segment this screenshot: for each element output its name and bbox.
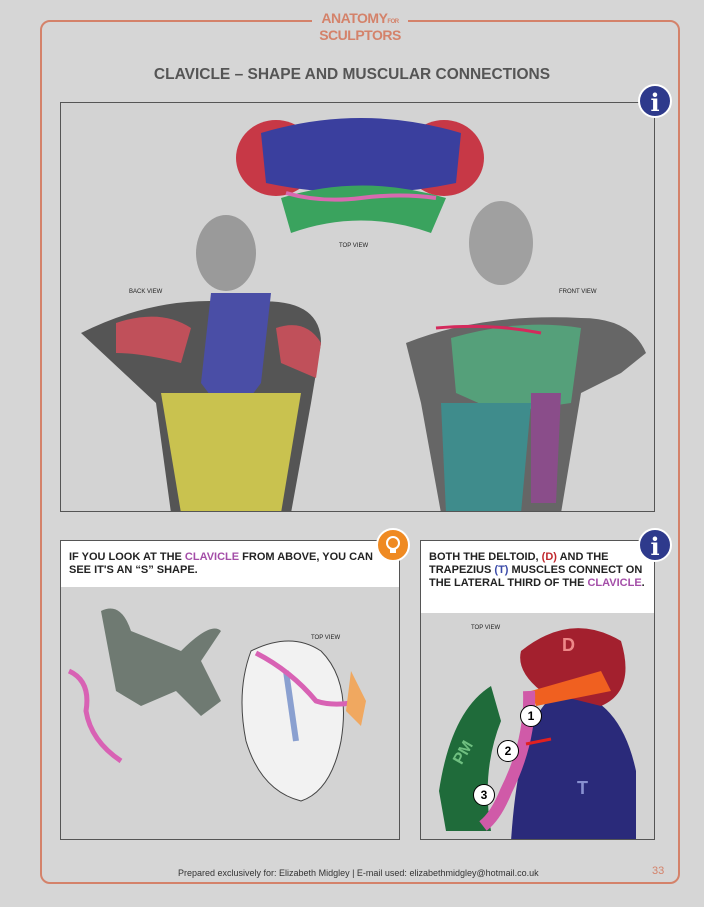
trapezius-shape [511,691,636,839]
s-curve [67,668,123,764]
info-icon: i [638,84,672,118]
muscle-illustration [81,118,646,511]
info-icon: i [638,528,672,562]
top-view-label: TOP VIEW [471,625,501,631]
s-shape-panel: IF YOU LOOK AT THE CLAVICLE FROM ABOVE, … [60,540,400,840]
front-view-figure [406,201,646,511]
front-view-label: FRONT VIEW [559,289,597,295]
marker-2: 2 [497,740,519,762]
back-view-label: BACK VIEW [129,289,163,295]
anatomy-illustration-panel: TOP VIEW BACK VIEW FRONT VIEW [60,102,655,512]
label-d: D [562,635,575,655]
top-view-label: TOP VIEW [311,635,341,641]
label-t: T [577,778,588,798]
connections-caption: BOTH THE DELTOID, (D) AND THE TRAPEZIUS … [421,541,654,613]
cherub-silhouette [101,608,221,716]
lightbulb-icon [376,528,410,562]
top-view-label: TOP VIEW [339,243,369,249]
footer-text: Prepared exclusively for: Elizabeth Midg… [178,868,539,878]
marker-3: 3 [473,784,495,806]
clavicle-s-shape-illustration [67,608,366,802]
page-title: CLAVICLE – SHAPE AND MUSCULAR CONNECTION… [153,66,551,83]
top-view-figure [236,118,484,233]
back-view-figure [81,215,321,511]
marker-1: 1 [520,705,542,727]
s-shape-caption: IF YOU LOOK AT THE CLAVICLE FROM ABOVE, … [61,541,399,587]
page-number: 33 [652,865,665,877]
